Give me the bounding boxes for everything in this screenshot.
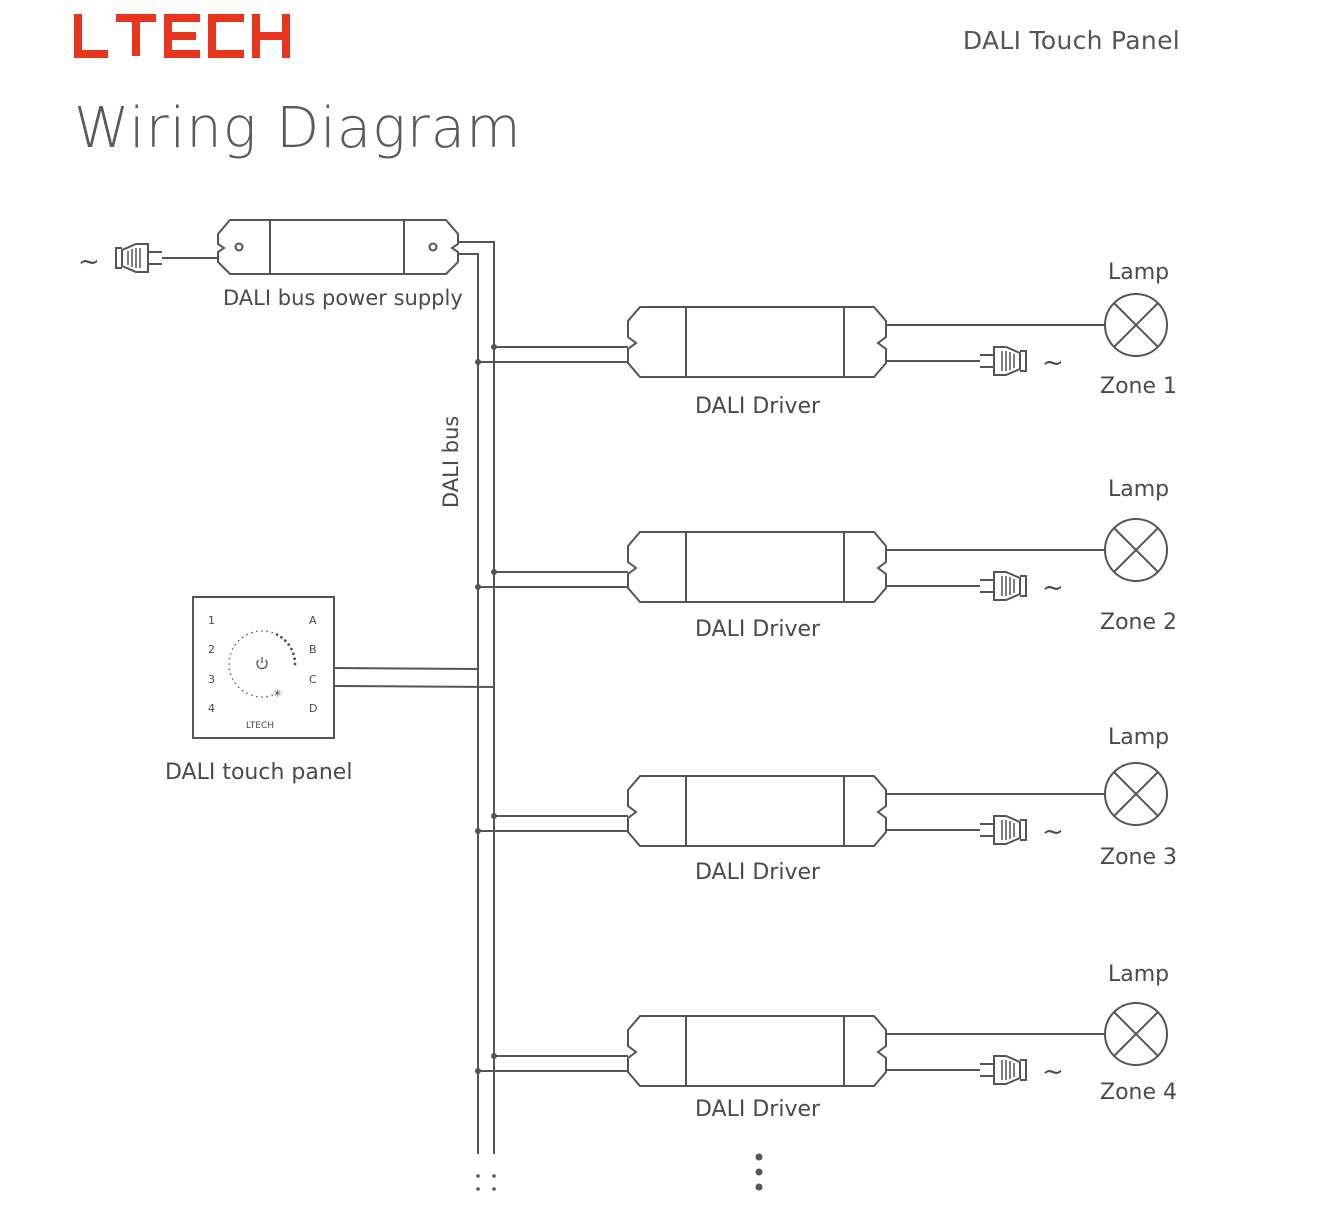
ac-symbol: ~ [1042, 348, 1064, 378]
bus-line-a [458, 241, 495, 1154]
panel-key-3: 3 [208, 673, 215, 686]
document-title: DALI Touch Panel [962, 26, 1180, 55]
panel-key-1: 1 [208, 614, 215, 627]
driver-label: DALI Driver [695, 860, 821, 885]
dali-driver [627, 775, 887, 847]
panel-key-4: 4 [208, 702, 215, 715]
lamp-icon [1104, 1002, 1168, 1066]
dali-driver [627, 306, 887, 378]
dali-driver [627, 1015, 887, 1087]
mains-plug-icon [979, 815, 1027, 845]
junction-dot [475, 828, 481, 834]
bus-line-b [458, 253, 479, 1154]
junction-dot [491, 344, 497, 350]
dali-bus-label: DALI bus [439, 416, 463, 508]
junction-dot [475, 1068, 481, 1074]
zone-label: Zone 3 [1100, 845, 1177, 870]
dali-driver [627, 531, 887, 603]
mains-plug-icon [979, 1055, 1027, 1085]
junction-dot [491, 813, 497, 819]
touch-panel-label: DALI touch panel [165, 760, 352, 785]
sun-icon: ✳ [273, 687, 282, 700]
lamp-label: Lamp [1108, 477, 1169, 502]
ac-symbol: ~ [1042, 817, 1064, 847]
junction-dot [475, 584, 481, 590]
power-supply-label: DALI bus power supply [223, 286, 463, 310]
more-drivers-dots [755, 1153, 763, 1191]
panel-key-a: A [309, 614, 317, 627]
driver-label: DALI Driver [695, 617, 821, 642]
driver-label: DALI Driver [695, 1097, 821, 1122]
power-plug-icon [115, 243, 163, 273]
continuation-dots [476, 1174, 496, 1191]
dali-touch-panel: ✳ 1 2 3 4 A B C D LTECH [192, 596, 335, 739]
panel-key-c: C [309, 673, 317, 686]
driver-label: DALI Driver [695, 394, 821, 419]
brightness-ring [228, 630, 297, 698]
lamp-icon [1104, 762, 1168, 826]
junction-dot [475, 359, 481, 365]
mains-plug-icon [979, 346, 1027, 376]
lamp-label: Lamp [1108, 725, 1169, 750]
dali-bus-power-supply [217, 219, 459, 275]
lamp-label: Lamp [1108, 962, 1169, 987]
lamp-label: Lamp [1108, 260, 1169, 285]
ac-symbol: ~ [1042, 573, 1064, 603]
zone-label: Zone 2 [1100, 610, 1177, 635]
junction-dot [491, 569, 497, 575]
lamp-icon [1104, 518, 1168, 582]
panel-key-2: 2 [208, 643, 215, 656]
ac-symbol: ~ [78, 247, 100, 277]
ac-symbol: ~ [1042, 1057, 1064, 1087]
ltech-logo [74, 14, 290, 58]
panel-key-b: B [309, 643, 317, 656]
power-icon [256, 657, 268, 670]
junction-dot [491, 1053, 497, 1059]
panel-brand-text: LTECH [246, 721, 274, 731]
page-heading: Wiring Diagram [74, 96, 522, 161]
panel-key-d: D [309, 702, 317, 715]
zone-label: Zone 4 [1100, 1080, 1177, 1105]
mains-plug-icon [979, 571, 1027, 601]
zone-label: Zone 1 [1100, 374, 1177, 399]
lamp-icon [1104, 293, 1168, 357]
